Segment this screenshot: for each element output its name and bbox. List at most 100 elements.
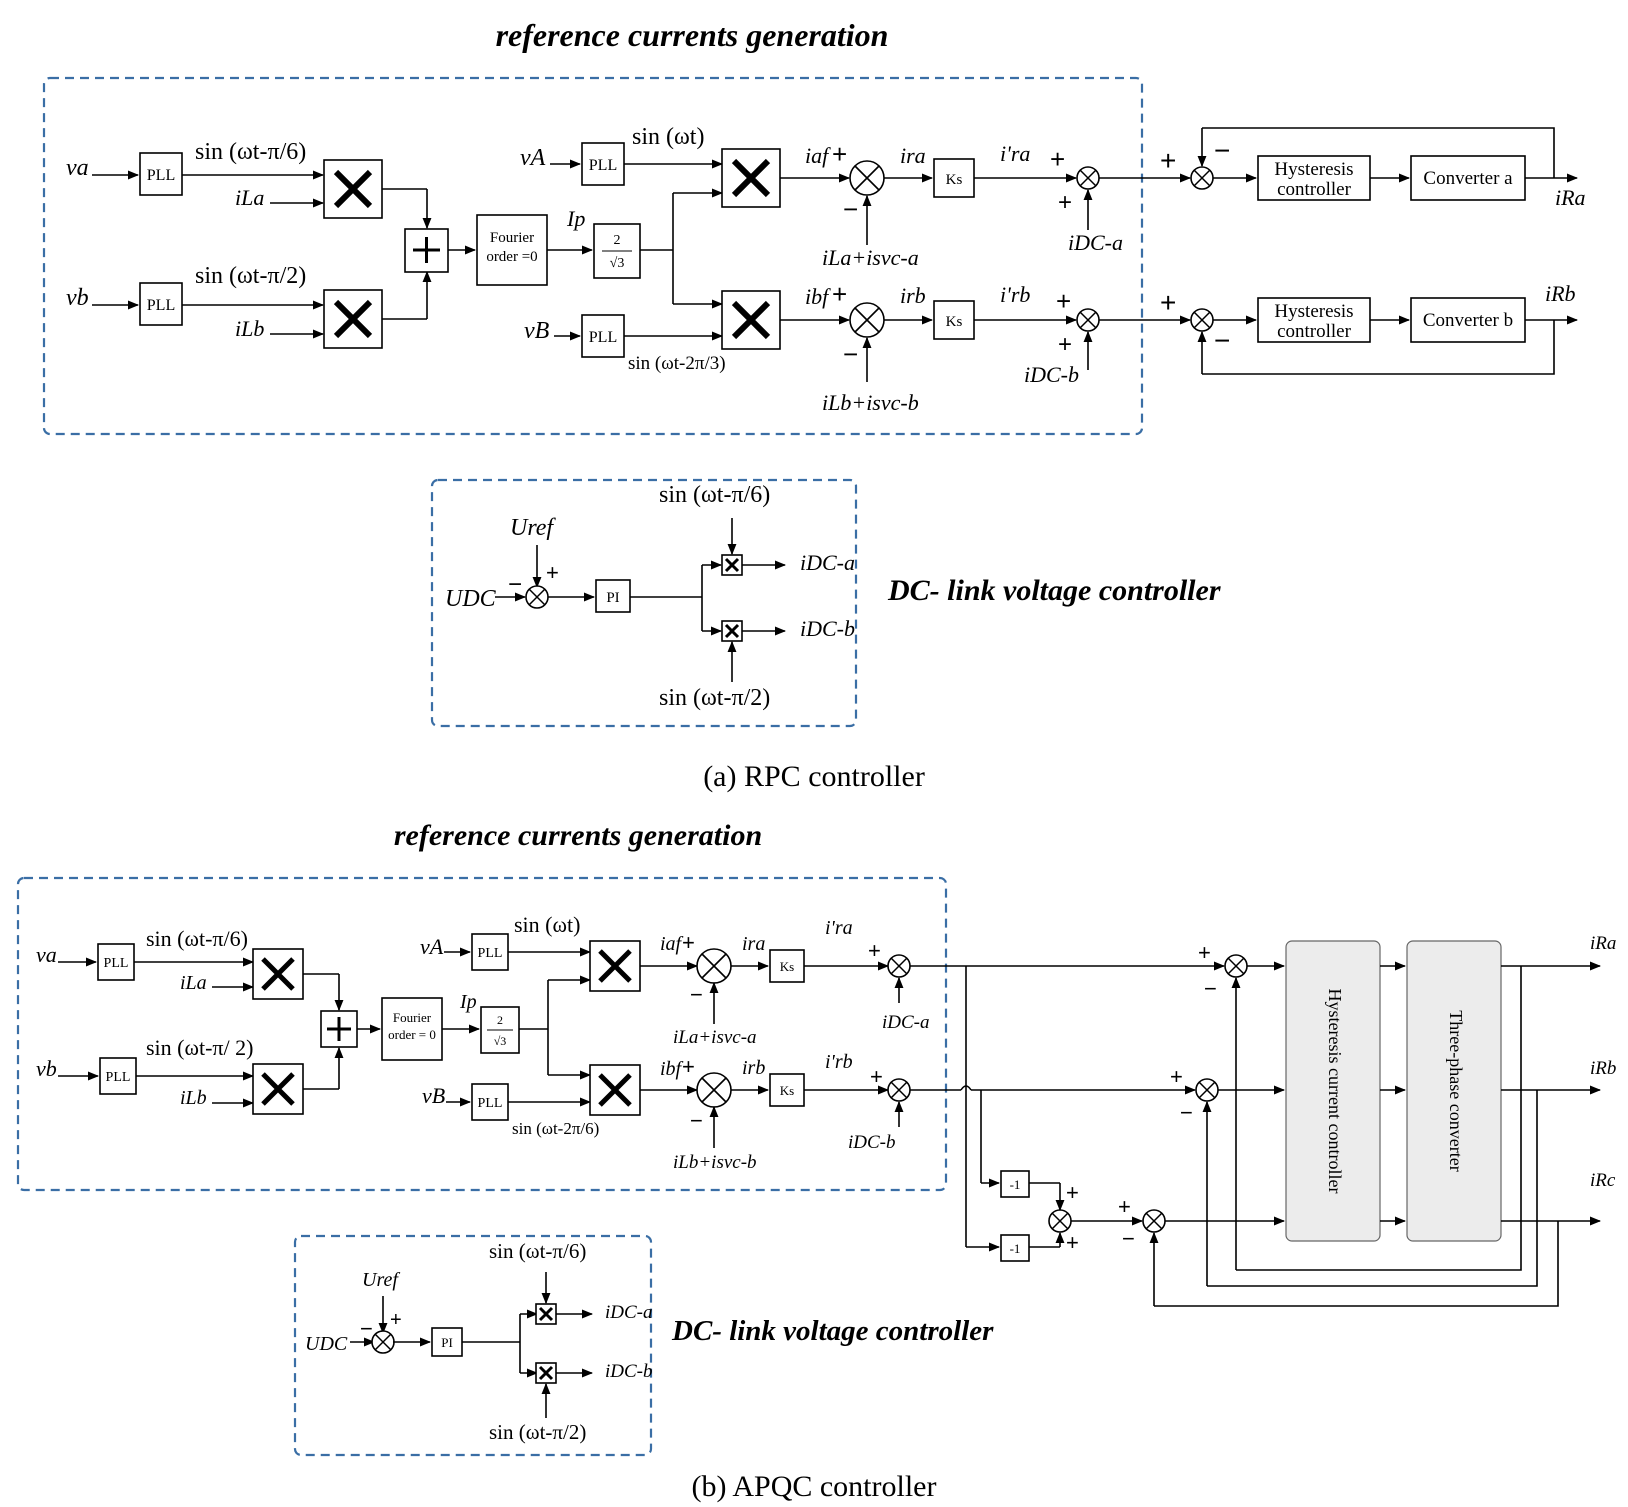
svg-text:√3: √3: [610, 256, 625, 271]
svg-text:−: −: [690, 1108, 703, 1133]
b-three-phase-converter: [1406, 940, 1502, 1242]
svg-text:+: +: [1056, 286, 1071, 316]
svg-text:+: +: [1118, 1194, 1131, 1219]
a-sin-wt: sin (ωt): [632, 124, 704, 150]
b-sum-dc-b: [887, 1078, 911, 1102]
svg-text:PI: PI: [606, 590, 619, 606]
b-pi-block: [431, 1327, 463, 1357]
b-dc-mul-a: [534, 1302, 558, 1326]
a-multiplier-4: [722, 291, 780, 349]
b-pll-1: [97, 943, 135, 981]
a-iLa-label: iLa: [235, 185, 264, 210]
b-sin-2pi6: sin (ωt-2π/6): [512, 1119, 599, 1138]
b-sum-ctrl-b: [1195, 1078, 1219, 1102]
a-iRb-label: iRb: [1545, 281, 1576, 306]
b-sum-ctrl-a: [1224, 954, 1248, 978]
b-iLb-label: iLb: [180, 1087, 207, 1109]
b-load-b-label: iLb+isvc-b: [673, 1152, 757, 1173]
svg-text:2: 2: [497, 1013, 503, 1027]
svg-text:Three-phase converter: Three-phase converter: [1446, 1010, 1466, 1171]
svg-text:Fourier: Fourier: [490, 230, 534, 246]
a-dc-idca: iDC-a: [800, 550, 855, 575]
b-sum-ctrl-c: [1142, 1209, 1166, 1233]
svg-text:Ks: Ks: [946, 172, 963, 188]
b-dc-idca: iDC-a: [605, 1302, 653, 1323]
b-sum-neg: [1048, 1209, 1072, 1233]
a-ks-2: [933, 300, 975, 340]
b-sum-b: [696, 1072, 732, 1108]
a-idca-label: iDC-a: [1068, 230, 1123, 255]
b-sin-wt: sin (ωt): [514, 912, 580, 937]
b-idca-label: iDC-a: [882, 1012, 930, 1033]
b-va-label: va: [36, 942, 57, 967]
svg-text:+: +: [832, 279, 847, 309]
b-iRa-label: iRa: [1590, 933, 1616, 954]
svg-text:Ks: Ks: [780, 1083, 794, 1098]
svg-text:Converter a: Converter a: [1423, 168, 1513, 189]
svg-text:+: +: [1050, 144, 1065, 174]
svg-text:+: +: [1058, 331, 1072, 358]
a-pll-4: [581, 314, 625, 358]
a-load-b-label: iLb+isvc-b: [822, 390, 919, 415]
b-irb-prime-label: i'rb: [825, 1051, 853, 1073]
svg-text:order =0: order =0: [486, 249, 537, 265]
svg-text:−: −: [1180, 1100, 1193, 1125]
b-title: reference currents generation: [394, 819, 762, 852]
svg-text:+: +: [1160, 287, 1176, 318]
svg-text:Ks: Ks: [946, 314, 963, 330]
svg-text:+: +: [1066, 1180, 1079, 1205]
svg-text:PLL: PLL: [147, 167, 175, 184]
a-dc-title: DC- link voltage controller: [887, 574, 1221, 607]
svg-text:Hysteresis: Hysteresis: [1274, 301, 1353, 322]
b-dc-sin-top: sin (ωt-π/6): [489, 1239, 586, 1263]
b-vb-label: vb: [36, 1056, 57, 1081]
b-iRc-label: iRc: [1590, 1170, 1616, 1191]
svg-text:+: +: [868, 938, 881, 963]
a-sum-ctrl-a: [1190, 166, 1214, 190]
svg-text:PLL: PLL: [106, 1070, 131, 1085]
svg-text:+: +: [1066, 1230, 1079, 1255]
b-reference-frame: [16, 876, 948, 1192]
svg-text:−: −: [1204, 976, 1217, 1001]
b-uref-label: Uref: [362, 1269, 400, 1291]
svg-text:PLL: PLL: [478, 1096, 503, 1111]
b-dc-sin-bot: sin (ωt-π/2): [489, 1420, 586, 1444]
b-neg-1-bot: [1000, 1234, 1030, 1262]
b-multiplier-1: [253, 949, 303, 999]
a-va-label: va: [66, 155, 89, 181]
svg-text:−: −: [1122, 1226, 1135, 1251]
svg-text:+: +: [682, 1054, 695, 1079]
a-udc-label: UDC: [445, 586, 497, 612]
a-sum-dc-b: [1076, 308, 1100, 332]
svg-text:+: +: [546, 560, 559, 585]
a-sin-pi2: sin (ωt-π/2): [195, 263, 306, 289]
a-irb-label: irb: [900, 283, 926, 308]
b-ks-1: [769, 949, 805, 983]
b-sum-a: [696, 948, 732, 984]
a-load-a-label: iLa+isvc-a: [822, 245, 919, 270]
svg-text:PLL: PLL: [104, 956, 129, 971]
a-iLb-label: iLb: [235, 316, 264, 341]
b-iRb-label: iRb: [1590, 1058, 1616, 1079]
svg-text:2: 2: [614, 233, 621, 248]
b-udc-label: UDC: [305, 1333, 348, 1355]
b-multiplier-2: [253, 1064, 303, 1114]
b-ira-prime-label: i'ra: [825, 917, 853, 939]
a-sin-pi6: sin (ωt-π/6): [195, 139, 306, 165]
b-sin-pi2: sin (ωt-π/ 2): [146, 1035, 253, 1060]
svg-text:Hysteresis: Hysteresis: [1274, 159, 1353, 180]
svg-text:controller: controller: [1277, 321, 1352, 342]
b-dc-mul-b: [534, 1361, 558, 1385]
svg-text:−: −: [843, 194, 858, 224]
b-multiplier-3: [590, 941, 640, 991]
a-converter-a: [1410, 155, 1526, 201]
svg-text:PLL: PLL: [478, 946, 503, 961]
svg-text:PLL: PLL: [147, 297, 175, 314]
svg-text:−: −: [843, 339, 858, 369]
b-vB-label: vB: [422, 1083, 445, 1108]
a-iRa-label: iRa: [1555, 185, 1586, 210]
svg-text:−: −: [1214, 135, 1230, 166]
svg-text:-1: -1: [1010, 1241, 1021, 1256]
b-ibf-label: ibf: [660, 1058, 684, 1080]
